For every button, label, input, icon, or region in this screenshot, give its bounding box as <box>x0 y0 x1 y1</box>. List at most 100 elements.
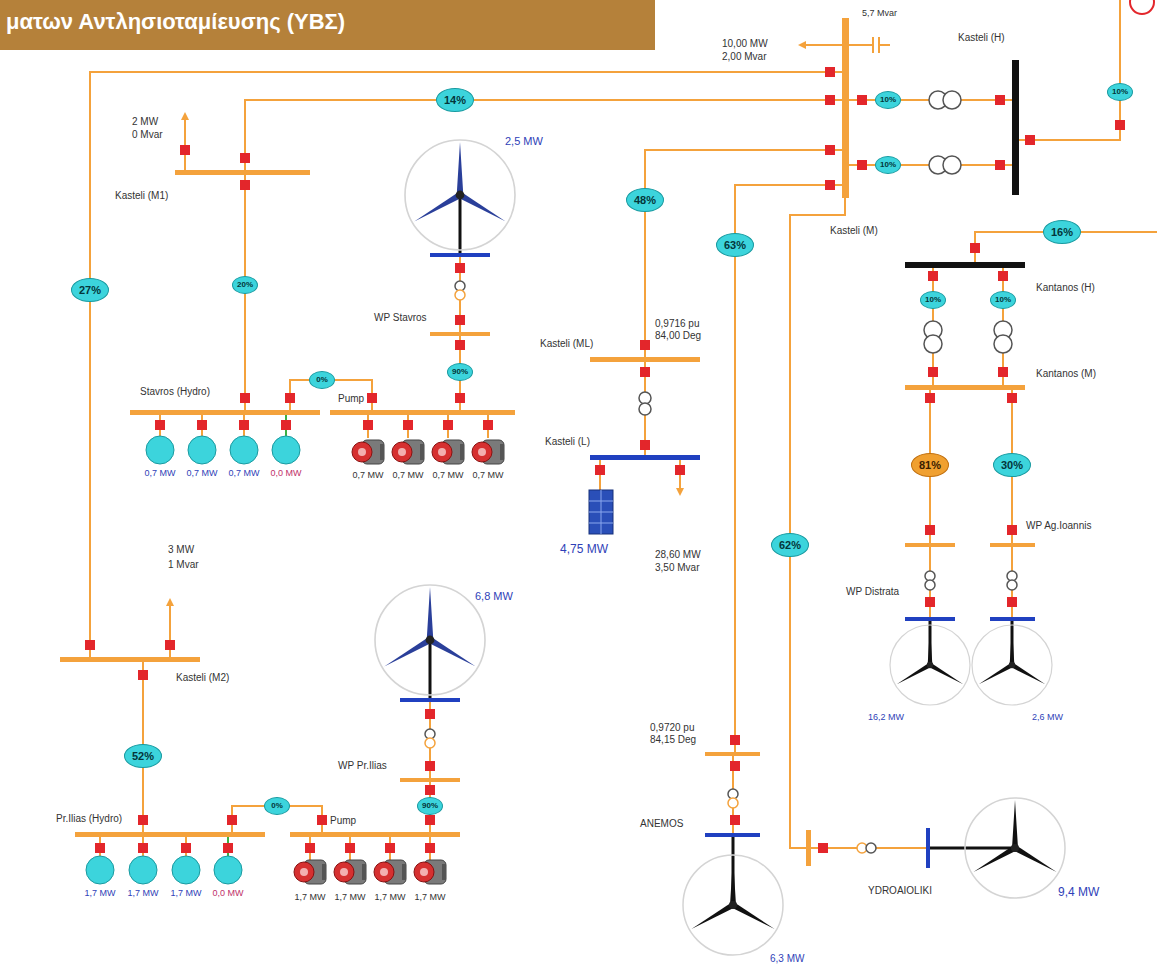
bus-label: Kasteli (M) <box>830 225 878 237</box>
bus-label: Pump <box>330 815 356 827</box>
bus-bar: Kasteli (M1) <box>175 170 310 175</box>
bus-bar: WP Stavros <box>430 332 490 336</box>
loading-percent: 27% <box>71 278 109 302</box>
breaker-symbol <box>180 145 190 155</box>
breaker-symbol <box>1007 597 1017 607</box>
bus-bar: WP Ag.Ioannis <box>990 543 1035 547</box>
breaker-symbol <box>483 420 493 430</box>
breaker-symbol <box>240 180 250 190</box>
loading-percent: 48% <box>626 188 664 212</box>
breaker-symbol <box>363 420 373 430</box>
breaker-symbol <box>281 420 291 430</box>
breaker-symbol <box>928 367 938 377</box>
breaker-symbol <box>385 843 395 853</box>
loading-percent: 14% <box>436 88 474 112</box>
loading-percent: 81% <box>911 453 949 477</box>
loading-percent: 10% <box>875 156 901 174</box>
bus-bar: Pr.Ilias (Hydro) <box>75 832 265 837</box>
value-label: 1,7 MW <box>170 888 201 899</box>
bus-label: 0,9716 pu 84,00 Deg <box>655 318 709 342</box>
bus-bar: YDROAIOLIKI <box>806 830 811 866</box>
loading-percent: 63% <box>716 233 754 257</box>
loading-percent: 90% <box>417 797 443 815</box>
value-label: 6,8 MW <box>475 590 513 603</box>
breaker-symbol <box>857 160 867 170</box>
breaker-symbol <box>640 340 650 350</box>
breaker-symbol <box>640 440 650 450</box>
breaker-symbol <box>995 160 1005 170</box>
bus-label: Kasteli (ML) <box>540 338 593 350</box>
breaker-symbol <box>730 815 740 825</box>
bus-bar: Kantanos (H) <box>905 262 1025 268</box>
value-label: 1,7 MW <box>414 892 445 903</box>
bus-label: Kantanos (H) <box>1036 282 1095 294</box>
bus-label: ANEMOS <box>640 818 683 830</box>
breaker-symbol <box>995 95 1005 105</box>
loading-percent: 10% <box>1107 83 1133 101</box>
breaker-symbol <box>317 815 327 825</box>
bus-label: WP Pr.Ilias <box>338 760 387 772</box>
breaker-symbol <box>425 843 435 853</box>
value-label: 0 Mvar <box>132 129 163 141</box>
breaker-symbol <box>825 95 835 105</box>
value-label: 1,7 MW <box>127 888 158 899</box>
value-label: 1,7 MW <box>294 892 325 903</box>
value-label: 0,7 MW <box>432 470 463 481</box>
breaker-symbol <box>730 735 740 745</box>
breaker-symbol <box>425 709 435 719</box>
breaker-symbol <box>640 367 650 377</box>
breaker-symbol <box>925 597 935 607</box>
breaker-symbol <box>925 525 935 535</box>
bus-label: YDROAIOLIKI <box>868 885 932 897</box>
breaker-symbol <box>825 145 835 155</box>
value-label: 0,7 MW <box>144 468 175 479</box>
breaker-symbol <box>455 315 465 325</box>
value-label: 1,7 MW <box>374 892 405 903</box>
bus-bar: Kasteli (M) <box>842 18 849 198</box>
value-label: 16,2 MW <box>868 712 904 723</box>
bus-bar: Kasteli (L) <box>590 455 700 460</box>
breaker-symbol <box>455 263 465 273</box>
breaker-symbol <box>403 420 413 430</box>
bus-bar: Stavros (Hydro) <box>130 410 320 415</box>
loading-percent: 10% <box>990 291 1016 309</box>
value-label: 0,7 MW <box>392 470 423 481</box>
loading-percent: 90% <box>447 363 473 381</box>
breaker-symbol <box>227 815 237 825</box>
breaker-symbol <box>155 420 165 430</box>
value-label: 6,3 MW <box>770 953 804 965</box>
breaker-symbol <box>1025 135 1035 145</box>
bus-label: Kasteli (H) <box>958 32 1005 44</box>
breaker-symbol <box>825 180 835 190</box>
bus-label: Stavros (Hydro) <box>140 386 210 398</box>
breaker-symbol <box>998 367 1008 377</box>
breaker-symbol <box>998 271 1008 281</box>
bus-label: Kasteli (L) <box>545 436 590 448</box>
value-label: 28,60 MW <box>655 549 701 561</box>
breaker-symbol <box>455 393 465 403</box>
breaker-symbol <box>240 153 250 163</box>
loading-percent: 30% <box>993 453 1031 477</box>
bus-label: WP Distrata <box>846 586 899 598</box>
value-label: 2,6 MW <box>1032 712 1063 723</box>
breaker-symbol <box>443 420 453 430</box>
line-connector <box>790 198 845 848</box>
breaker-symbol <box>138 815 148 825</box>
value-label: 0,7 MW <box>352 470 383 481</box>
breaker-symbol <box>1007 393 1017 403</box>
bus-bar: Pump <box>330 410 515 415</box>
line-connector <box>645 150 842 357</box>
value-label: 2,00 Mvar <box>722 51 766 63</box>
breaker-symbol <box>425 785 435 795</box>
loading-percent: 20% <box>232 276 258 294</box>
breaker-symbol <box>970 243 980 253</box>
bus-bar: Kasteli (M2) <box>60 657 200 662</box>
bus-bar: Pump <box>290 832 460 837</box>
breaker-symbol <box>1115 120 1125 130</box>
breaker-symbol <box>240 393 250 403</box>
breaker-symbol <box>595 465 605 475</box>
value-label: 0,7 MW <box>228 468 259 479</box>
value-label: 1 Mvar <box>168 559 199 571</box>
breaker-symbol <box>239 420 249 430</box>
